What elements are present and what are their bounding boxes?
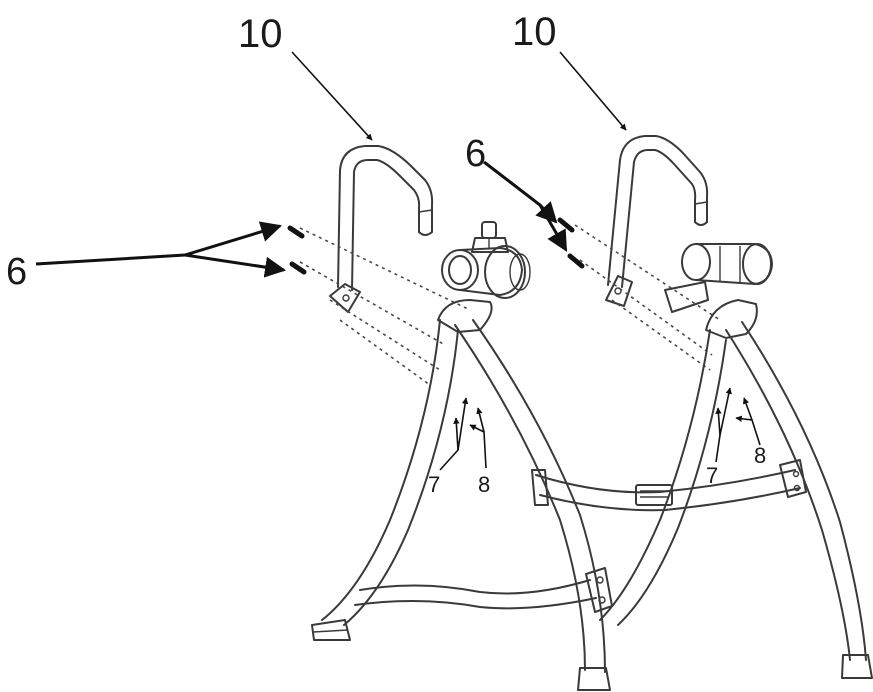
pin-arrows-left bbox=[35, 221, 307, 278]
label-handle-left: 10 bbox=[238, 12, 283, 56]
label-bolt-left: 7 bbox=[428, 472, 440, 497]
pin-arrows-right bbox=[483, 160, 585, 269]
leader-handle-right bbox=[559, 51, 627, 131]
label-pins-right: 6 bbox=[465, 133, 486, 175]
label-pins-left: 6 bbox=[6, 251, 27, 293]
alignment-lines bbox=[299, 224, 721, 386]
handlebar-left bbox=[329, 145, 434, 313]
bolt-arrows-right bbox=[715, 387, 761, 463]
label-bolt-right: 7 bbox=[706, 463, 718, 488]
handlebar-right bbox=[605, 135, 709, 307]
label-washer-left: 8 bbox=[478, 472, 490, 497]
leader-handle-left bbox=[291, 51, 373, 141]
cross-bars bbox=[354, 459, 807, 613]
label-handle-right: 10 bbox=[512, 10, 557, 54]
left-a-frame bbox=[311, 221, 611, 691]
bolt-arrows-left bbox=[439, 397, 487, 471]
right-a-frame bbox=[599, 243, 873, 679]
label-washer-right: 8 bbox=[754, 443, 766, 468]
